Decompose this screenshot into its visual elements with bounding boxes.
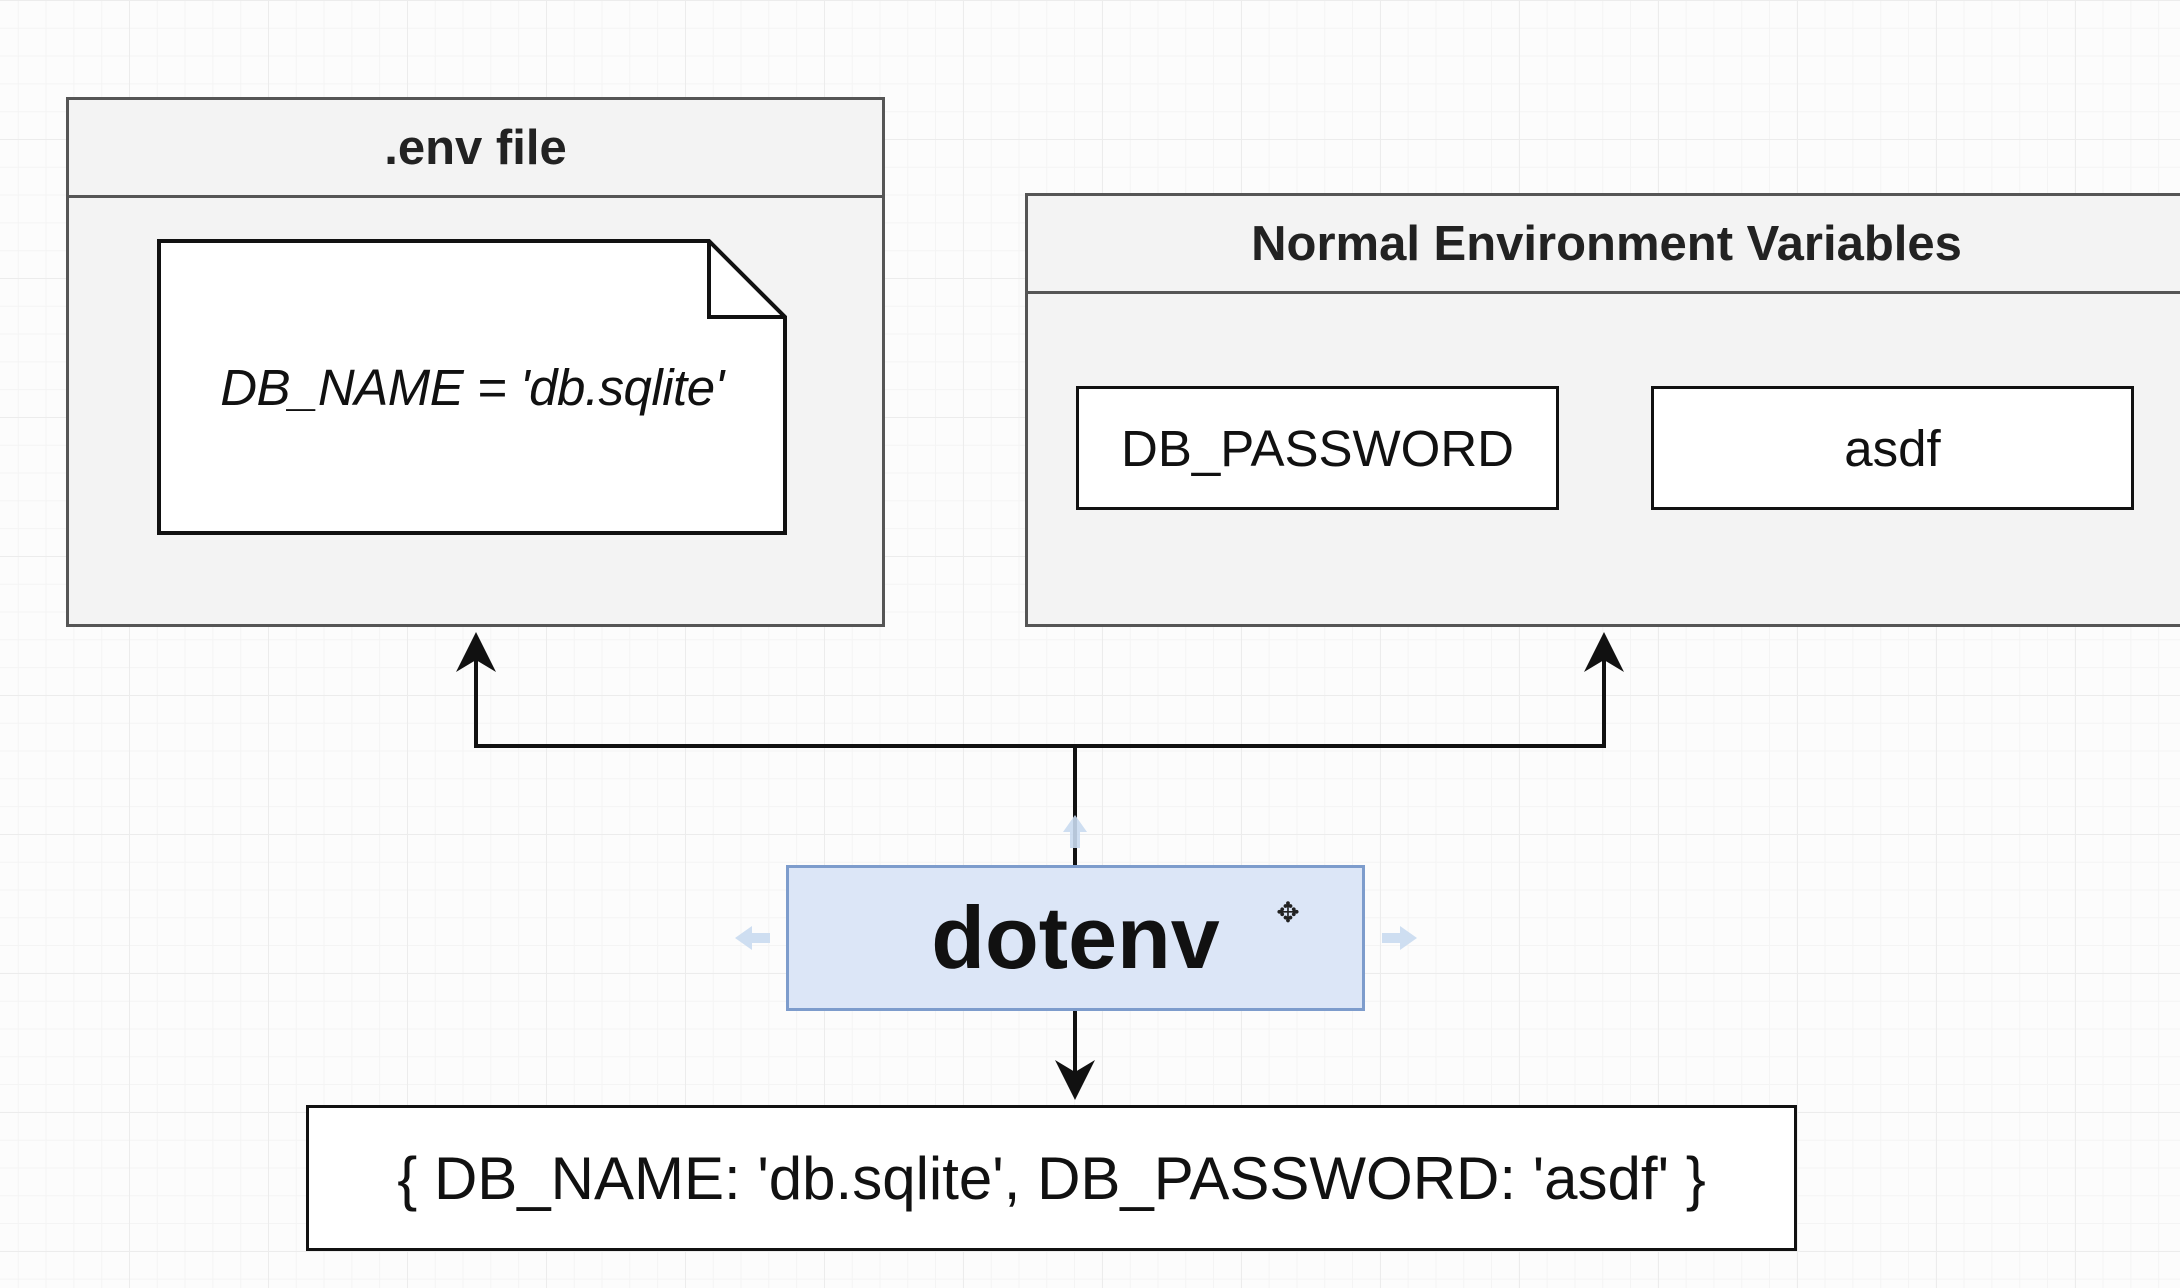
hint-arrow-up-icon[interactable] [1063, 815, 1087, 848]
env-value-box[interactable]: asdf [1651, 386, 2134, 510]
note-shape [157, 239, 787, 535]
env-file-group[interactable]: .env file DB_NAME = 'db.sqlite' [66, 97, 885, 627]
hint-arrow-right-icon[interactable] [1382, 926, 1417, 950]
env-key-box[interactable]: DB_PASSWORD [1076, 386, 1559, 510]
connector-dotenv-to-env-file [456, 632, 1077, 865]
env-file-note[interactable]: DB_NAME = 'db.sqlite' [157, 239, 787, 535]
env-file-content: DB_NAME = 'db.sqlite' [220, 358, 724, 416]
move-cursor-icon: ✥ [1276, 897, 1300, 928]
hint-arrow-left-icon[interactable] [735, 926, 770, 950]
connector-dotenv-to-normal-env [1075, 632, 1624, 748]
dotenv-node[interactable]: dotenv [786, 865, 1365, 1011]
normal-env-title: Normal Environment Variables [1028, 196, 2180, 294]
result-object-box[interactable]: { DB_NAME: 'db.sqlite', DB_PASSWORD: 'as… [306, 1105, 1797, 1251]
env-file-title: .env file [69, 100, 882, 198]
selection-hint-arrows[interactable] [735, 815, 1417, 950]
normal-env-group[interactable]: Normal Environment Variables DB_PASSWORD… [1025, 193, 2180, 627]
